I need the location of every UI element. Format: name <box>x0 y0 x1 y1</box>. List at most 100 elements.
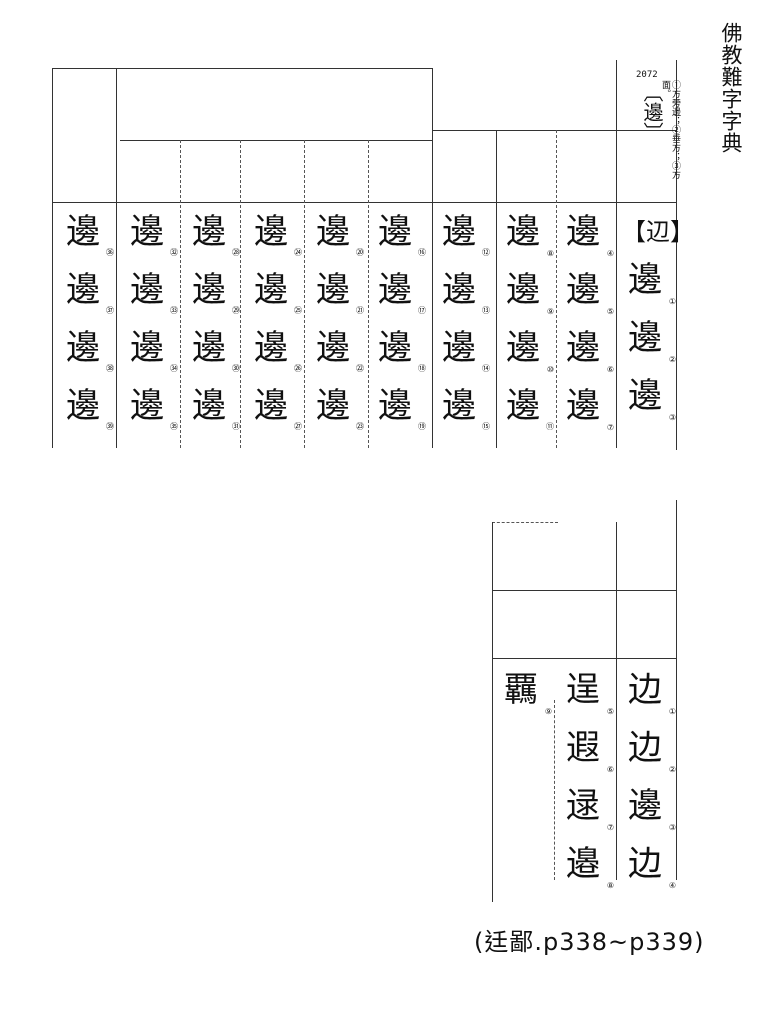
source-mark: ㊲ <box>106 306 114 315</box>
source-mark: ㉔ <box>294 248 302 257</box>
variant-glyph: 邊 <box>378 212 412 252</box>
divider-1 <box>116 68 117 448</box>
source-mark: ⑧ <box>546 249 554 258</box>
lower-divider-2 <box>492 522 493 902</box>
handwritten-annotation: (𨑳鄙.p338~p339) <box>474 928 705 956</box>
source-mark: ② <box>668 765 676 774</box>
frame-right <box>676 60 677 450</box>
variant-glyph: 邊 <box>378 270 412 310</box>
dash-divider-3 <box>304 140 305 448</box>
source-mark: ④ <box>606 249 614 258</box>
source-mark: ⑯ <box>418 248 426 257</box>
source-mark: ⑥ <box>606 365 614 374</box>
variant-glyph: 邊 <box>566 386 600 426</box>
divider-2 <box>432 68 433 448</box>
variant-glyph: 邊 <box>192 386 226 426</box>
variant-glyph: 邊 <box>506 328 540 368</box>
lower-dash-divider <box>554 700 555 880</box>
variant-glyph: 边 <box>628 670 662 710</box>
variant-glyph: 邊 <box>628 260 662 300</box>
source-mark: ㊱ <box>106 248 114 257</box>
entry-definition: ①方旁邊；②垂方；③方面。 <box>660 80 680 179</box>
variant-glyph: 邊 <box>130 328 164 368</box>
top-rule-right <box>432 130 676 131</box>
variant-glyph: 邊 <box>442 212 476 252</box>
variant-glyph: 邊 <box>316 270 350 310</box>
radical-label: 【辺】 <box>622 218 694 246</box>
source-mark: ⑫ <box>482 248 490 257</box>
source-mark: ⑪ <box>546 422 554 431</box>
variant-glyph: 邊 <box>566 270 600 310</box>
dash-divider-5 <box>556 130 557 448</box>
source-mark: ㉕ <box>294 306 302 315</box>
source-mark: ⑥ <box>606 765 614 774</box>
source-mark: ㉒ <box>356 364 364 373</box>
page-header: 佛教難字字典 <box>719 22 743 154</box>
top-rule <box>52 68 432 69</box>
frame-left <box>52 68 53 448</box>
source-mark: ㉛ <box>232 422 240 431</box>
source-mark: ① <box>668 707 676 716</box>
variant-glyph: 逞 <box>566 670 600 710</box>
variant-glyph: 邊 <box>628 376 662 416</box>
source-mark: ㊳ <box>106 364 114 373</box>
variant-glyph: 邊 <box>192 270 226 310</box>
variant-glyph: 边 <box>628 844 662 884</box>
source-mark: ① <box>668 297 676 306</box>
source-mark: ③ <box>668 413 676 422</box>
variant-glyph: 邊 <box>254 212 288 252</box>
variant-glyph: 邊 <box>378 328 412 368</box>
variant-glyph: 逯 <box>566 786 600 826</box>
source-mark: ⑦ <box>606 423 614 432</box>
variant-glyph: 边 <box>628 728 662 768</box>
source-mark: ⑤ <box>606 707 614 716</box>
variant-glyph: 邊 <box>442 386 476 426</box>
source-mark: ⑩ <box>546 365 554 374</box>
source-mark: ③ <box>668 823 676 832</box>
lower-head-rule <box>492 658 676 659</box>
variant-glyph: 邊 <box>316 386 350 426</box>
source-mark: ㉜ <box>170 248 178 257</box>
source-mark: ⑭ <box>482 364 490 373</box>
source-mark: ② <box>668 355 676 364</box>
lower-divider-1 <box>616 522 617 880</box>
variant-glyph: 邊 <box>130 270 164 310</box>
